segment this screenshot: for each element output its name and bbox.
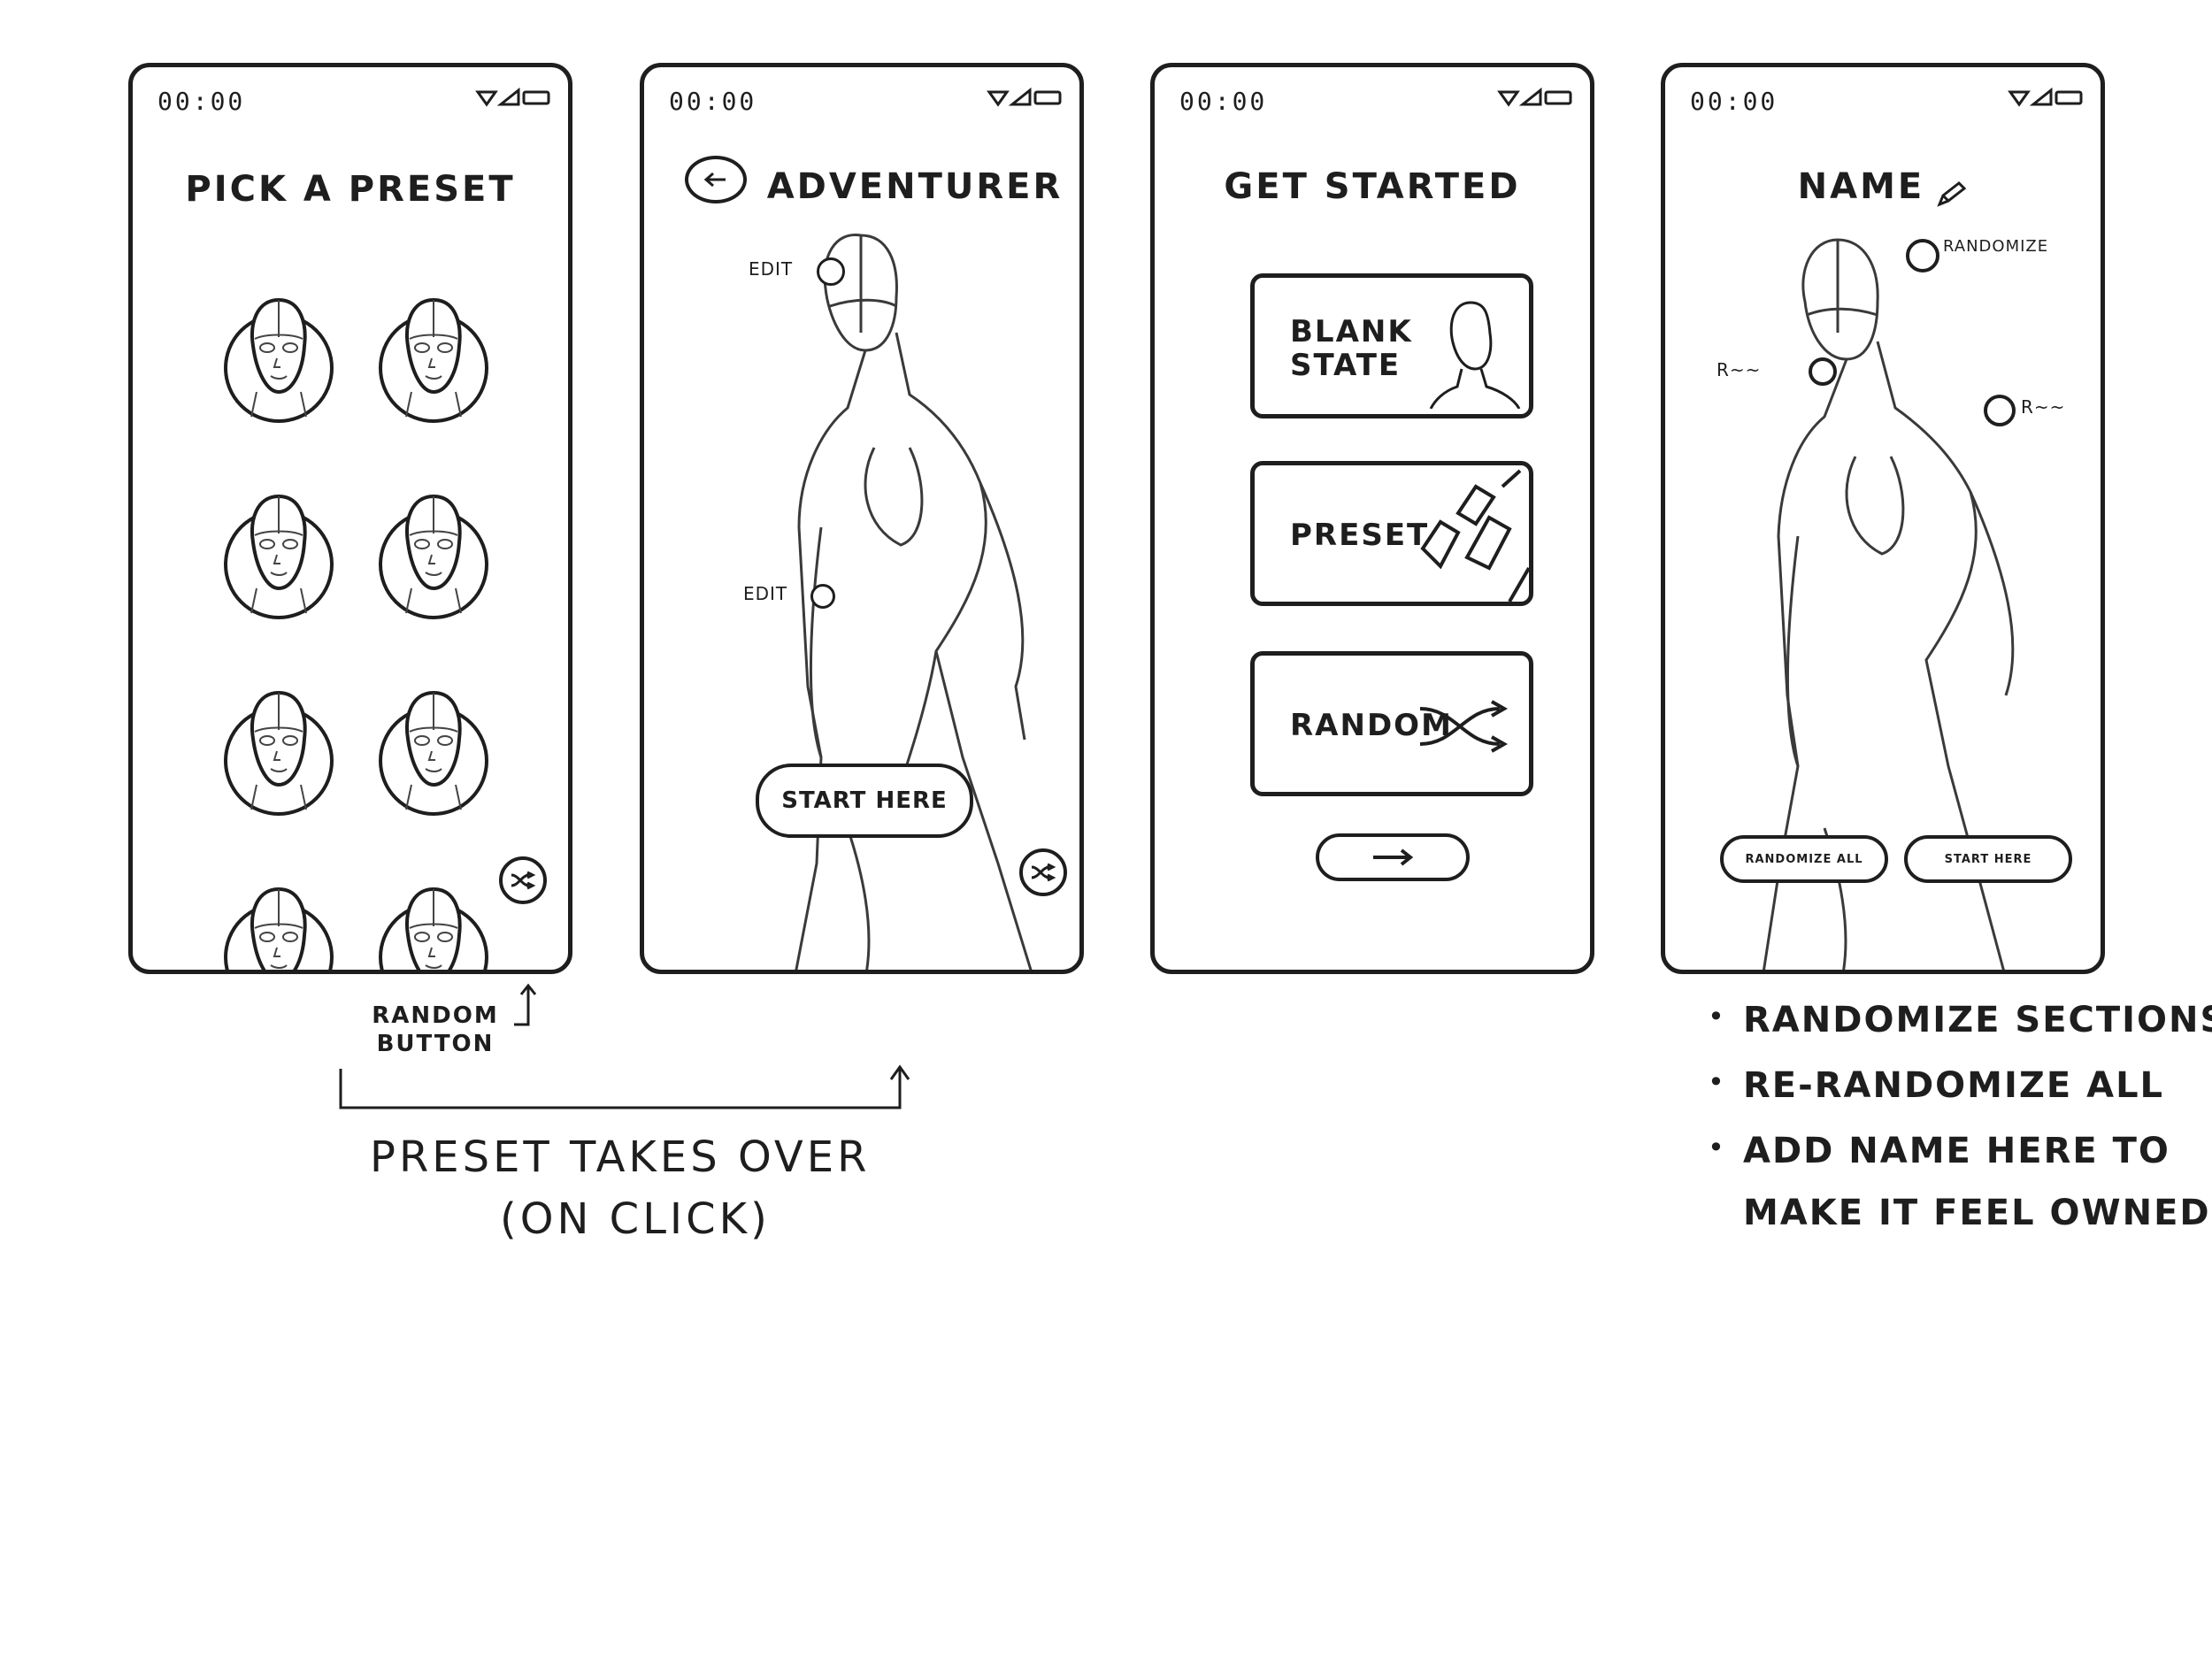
- figure-icon: [1429, 301, 1521, 409]
- preset-face[interactable]: [221, 284, 336, 426]
- preset-face[interactable]: [221, 873, 336, 970]
- status-icons: [986, 87, 1065, 111]
- status-icons: [474, 87, 554, 111]
- name-title-row[interactable]: NAME: [1665, 166, 2101, 208]
- option-label: BLANK STATE: [1290, 314, 1413, 383]
- randomize-point-shoulder[interactable]: [1984, 395, 2016, 426]
- phone-screen-name: 00:00 NAME RANDOMIZE R~~ R~~ RANDOMIZE A…: [1661, 63, 2105, 974]
- status-time: 00:00: [669, 87, 757, 116]
- side-label-left: R~~: [1717, 359, 1762, 380]
- preset-face[interactable]: [376, 480, 491, 622]
- shuffle-icon: [1031, 863, 1056, 882]
- screen-title: GET STARTED: [1224, 166, 1521, 207]
- preset-face[interactable]: [376, 677, 491, 818]
- option-preset[interactable]: PRESET: [1250, 461, 1533, 606]
- screen-title: PICK A PRESET: [185, 169, 516, 210]
- start-here-button[interactable]: START HERE: [756, 764, 973, 838]
- random-button-note: RANDOM BUTTON: [372, 1002, 499, 1057]
- random-button[interactable]: [499, 856, 547, 904]
- randomize-all-button[interactable]: RANDOMIZE ALL: [1720, 835, 1888, 883]
- option-label: RANDOM: [1290, 708, 1453, 743]
- option-blank-state[interactable]: BLANK STATE: [1250, 273, 1533, 418]
- shuffle-icon: [511, 871, 536, 890]
- edit-point-head[interactable]: [817, 257, 845, 286]
- edit-label: EDIT: [749, 258, 794, 280]
- random-button[interactable]: [1019, 848, 1067, 896]
- note-text: RE-RANDOMIZE ALL: [1743, 1065, 2165, 1106]
- preset-face[interactable]: [221, 480, 336, 622]
- edit-point-torso[interactable]: [810, 584, 835, 609]
- preset-face[interactable]: [376, 284, 491, 426]
- shuffle-icon: [1419, 700, 1509, 753]
- preset-face[interactable]: [376, 873, 491, 970]
- option-random[interactable]: RANDOM: [1250, 651, 1533, 796]
- preset-face[interactable]: [221, 677, 336, 818]
- side-label-right: R~~: [2021, 396, 2066, 418]
- character-figure: [1763, 238, 2015, 970]
- start-here-button[interactable]: START HERE: [1904, 835, 2072, 883]
- arrow-left-icon: [703, 172, 726, 188]
- bracket-connector: [339, 1064, 910, 1109]
- status-time: 00:00: [157, 87, 246, 116]
- screen-title: ADVENTURER: [766, 166, 1064, 207]
- next-button[interactable]: [1316, 833, 1470, 881]
- edit-label: EDIT: [743, 583, 788, 604]
- status-time: 00:00: [1690, 87, 1778, 116]
- character-figure: [795, 234, 1033, 970]
- option-label: PRESET: [1290, 518, 1430, 553]
- cards-icon: [1420, 469, 1529, 602]
- preset-takes-over-line1: PRESET TAKES OVER: [370, 1132, 871, 1182]
- phone-screen-pick-preset: 00:00 PICK A PRESET: [128, 63, 572, 974]
- preset-takes-over-line2: (ON CLICK): [500, 1194, 771, 1244]
- randomize-point-head[interactable]: [1906, 239, 1939, 272]
- randomize-label: RANDOMIZE: [1943, 237, 2049, 256]
- back-button[interactable]: [685, 156, 747, 203]
- pencil-icon: [1937, 180, 1967, 207]
- status-icons: [1496, 87, 1576, 111]
- phone-screen-adventurer: 00:00 ADVENTURER EDIT EDIT START HERE: [640, 63, 1084, 974]
- arrow-right-icon: [1373, 848, 1414, 866]
- arrow-up-icon: [514, 983, 537, 1026]
- randomize-point-neck[interactable]: [1809, 357, 1837, 386]
- note-text: ADD NAME HERE TO: [1743, 1131, 2170, 1171]
- note-text: RANDOMIZE SECTIONS: [1743, 1000, 2212, 1040]
- note-text: MAKE IT FEEL OWNED: [1743, 1193, 2211, 1233]
- status-icons: [2007, 87, 2086, 111]
- phone-screen-get-started: 00:00 GET STARTED BLANK STATE PRESET RAN…: [1150, 63, 1594, 974]
- screen-title: NAME: [1797, 166, 1925, 207]
- status-time: 00:00: [1179, 87, 1268, 116]
